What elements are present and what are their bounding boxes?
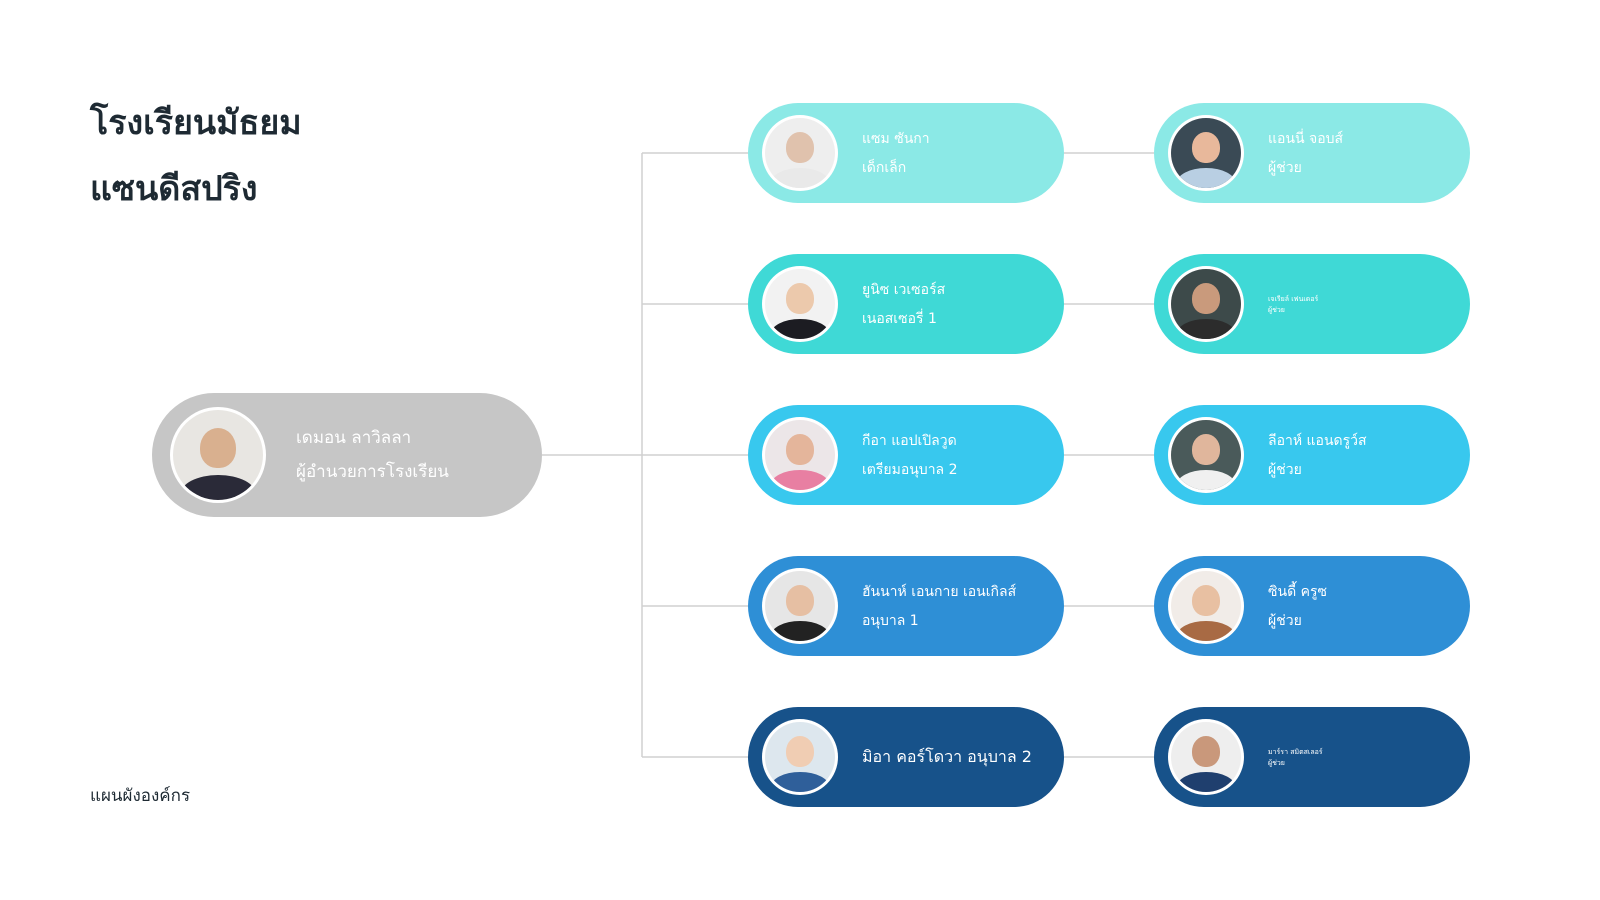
title-block: โรงเรียนมัธยม แซนดีสปริง xyxy=(90,90,302,222)
node-role: ผู้ช่วย xyxy=(1268,759,1285,767)
node-name: มาร์รา สมิตสเลอร์ xyxy=(1268,748,1323,756)
node-teacher-1[interactable]: แซม ซันกา เด็กเล็ก xyxy=(748,103,1064,203)
node-assistant-3[interactable]: ลีอาห์ แอนดรูว์ส ผู้ช่วย xyxy=(1154,405,1470,505)
node-name: มิอา คอร์โดวา อนุบาล 2 xyxy=(862,747,1032,766)
avatar xyxy=(762,719,838,795)
person-photo-icon xyxy=(1171,118,1241,188)
node-role: ผู้ช่วย xyxy=(1268,159,1302,176)
node-name: เจเรียล์ เฟนเดอร์ xyxy=(1268,295,1319,303)
node-name: ยูนิซ เวเซอร์ส xyxy=(862,281,946,298)
node-role: อนุบาล 1 xyxy=(862,612,919,629)
person-photo-icon xyxy=(1171,571,1241,641)
page-title-line-2: แซนดีสปริง xyxy=(90,169,258,209)
node-name: แอนนี่ จอบส์ xyxy=(1268,130,1344,147)
node-role: เด็กเล็ก xyxy=(862,159,907,176)
node-teacher-3[interactable]: กีอา แอปเปิลวูด เตรียมอนุบาล 2 xyxy=(748,405,1064,505)
avatar xyxy=(1168,719,1244,795)
node-teacher-4[interactable]: ฮันนาห์ เอนกาย เอนเกิลส์ อนุบาล 1 xyxy=(748,556,1064,656)
node-role: ผู้ช่วย xyxy=(1268,461,1302,478)
node-assistant-5[interactable]: มาร์รา สมิตสเลอร์ ผู้ช่วย xyxy=(1154,707,1470,807)
person-photo-icon xyxy=(765,118,835,188)
person-photo-icon xyxy=(1171,420,1241,490)
avatar xyxy=(762,417,838,493)
node-assistant-1[interactable]: แอนนี่ จอบส์ ผู้ช่วย xyxy=(1154,103,1470,203)
avatar xyxy=(762,266,838,342)
person-photo-icon xyxy=(765,420,835,490)
avatar xyxy=(762,115,838,191)
node-teacher-2[interactable]: ยูนิซ เวเซอร์ส เนอสเซอรี่ 1 xyxy=(748,254,1064,354)
avatar xyxy=(1168,266,1244,342)
person-photo-icon xyxy=(173,410,263,500)
node-assistant-4[interactable]: ซินดี้ ครูซ ผู้ช่วย xyxy=(1154,556,1470,656)
node-role: เตรียมอนุบาล 2 xyxy=(862,461,958,478)
node-name: แซม ซันกา xyxy=(862,130,930,147)
avatar xyxy=(170,407,266,503)
chart-subtitle: แผนผังองค์กร xyxy=(90,786,191,806)
person-photo-icon xyxy=(765,269,835,339)
node-role: ผู้ช่วย xyxy=(1268,612,1302,629)
node-name: ฮันนาห์ เอนกาย เอนเกิลส์ xyxy=(862,583,1017,600)
avatar xyxy=(1168,568,1244,644)
node-name: กีอา แอปเปิลวูด xyxy=(862,432,957,449)
node-teacher-5[interactable]: มิอา คอร์โดวา อนุบาล 2 xyxy=(748,707,1064,807)
avatar xyxy=(762,568,838,644)
node-principal[interactable]: เดมอน ลาวิลลา ผู้อำนวยการโรงเรียน xyxy=(152,393,542,517)
page-title-line-1: โรงเรียนมัธยม xyxy=(90,103,302,143)
person-photo-icon xyxy=(1171,269,1241,339)
node-assistant-2[interactable]: เจเรียล์ เฟนเดอร์ ผู้ช่วย xyxy=(1154,254,1470,354)
person-photo-icon xyxy=(1171,722,1241,792)
node-name: ซินดี้ ครูซ xyxy=(1268,583,1328,600)
node-role: ผู้ช่วย xyxy=(1268,306,1285,314)
person-photo-icon xyxy=(765,722,835,792)
node-name: เดมอน ลาวิลลา xyxy=(296,428,412,448)
person-photo-icon xyxy=(765,571,835,641)
avatar xyxy=(1168,417,1244,493)
avatar xyxy=(1168,115,1244,191)
node-role: ผู้อำนวยการโรงเรียน xyxy=(296,462,449,482)
node-role: เนอสเซอรี่ 1 xyxy=(862,310,937,327)
node-name: ลีอาห์ แอนดรูว์ส xyxy=(1268,432,1367,449)
